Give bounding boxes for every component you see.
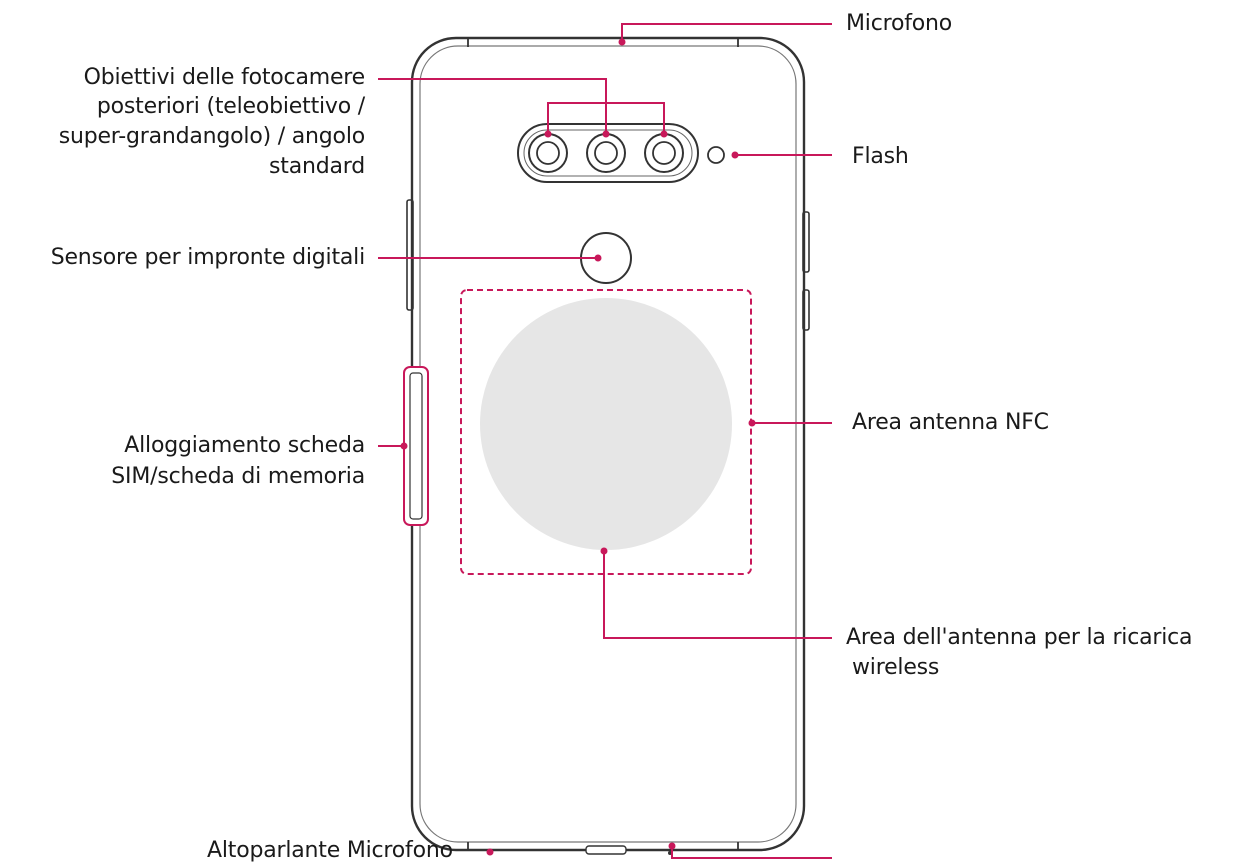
left-side-button xyxy=(406,199,414,311)
flash-icon xyxy=(707,146,725,164)
sim-card-slot xyxy=(403,366,429,526)
usb-port xyxy=(585,845,627,855)
dot-flash xyxy=(731,151,739,159)
camera-lens-1 xyxy=(528,133,568,173)
dot-rear-camera-3 xyxy=(660,130,668,138)
dot-rear-camera-1 xyxy=(544,130,552,138)
wireless-charging-area xyxy=(480,298,732,550)
right-side-button xyxy=(802,211,810,273)
label-rear-cameras-line-1: Obiettivi delle fotocamere xyxy=(83,65,366,90)
dot-fingerprint xyxy=(594,254,602,262)
dot-wireless xyxy=(600,547,608,555)
label-rear-cameras-line-4: standard xyxy=(269,154,365,179)
leader-rear-cameras xyxy=(378,78,607,133)
leader-rear-cameras-bracket xyxy=(547,102,665,133)
dot-rear-camera-2 xyxy=(602,130,610,138)
camera-module-inner xyxy=(523,129,693,177)
label-nfc: Area antenna NFC xyxy=(852,410,1049,435)
nfc-antenna-area xyxy=(460,289,752,575)
label-wireless-line-1: Area dell'antenna per la ricarica xyxy=(846,625,1193,650)
label-rear-cameras-line-2: posteriori (teleobiettivo / xyxy=(96,94,365,119)
label-bottom-speaker-microphone: Altoparlante Microfono xyxy=(207,838,453,863)
dot-bottom-speaker xyxy=(486,848,494,856)
right-side-button-2 xyxy=(802,289,810,331)
dot-nfc xyxy=(748,419,756,427)
camera-lens-2 xyxy=(586,133,626,173)
camera-lens-3 xyxy=(644,133,684,173)
label-sim-slot-line-2: SIM/scheda di memoria xyxy=(111,464,365,489)
label-wireless-line-2: wireless xyxy=(852,655,940,680)
leader-microphone-top xyxy=(621,23,832,42)
label-microphone-top: Microfono xyxy=(846,11,953,36)
label-fingerprint: Sensore per impronte digitali xyxy=(50,245,366,270)
leader-wireless xyxy=(603,551,832,639)
sim-card-slot-inner xyxy=(409,372,423,520)
camera-module xyxy=(517,123,699,183)
label-sim-slot-line-1: Alloggiamento scheda xyxy=(124,433,365,458)
label-flash: Flash xyxy=(852,144,909,169)
dot-bottom-mic xyxy=(668,842,676,850)
leader-bottom-mic xyxy=(671,846,832,859)
dot-microphone-top xyxy=(618,38,626,46)
label-rear-cameras-line-3: super-grandangolo) / angolo xyxy=(58,124,366,149)
dot-sim-slot xyxy=(400,442,408,450)
